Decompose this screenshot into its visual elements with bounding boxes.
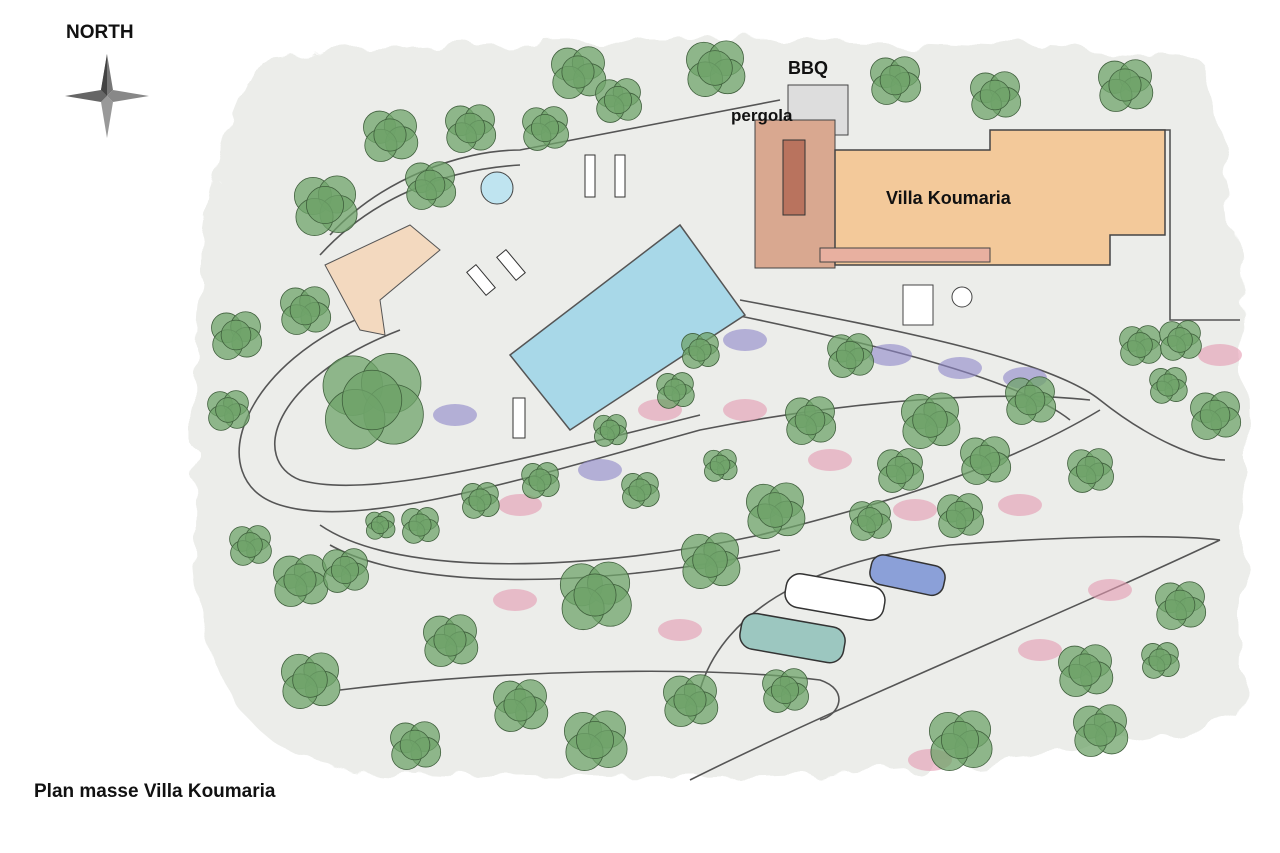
tree xyxy=(522,106,569,151)
tree xyxy=(621,472,660,509)
tree xyxy=(785,396,837,445)
tree xyxy=(229,525,272,566)
tree xyxy=(681,332,720,369)
tree xyxy=(1058,644,1114,697)
tree xyxy=(1149,367,1188,404)
tree xyxy=(551,46,607,99)
pergola-label: pergola xyxy=(731,106,793,125)
tree xyxy=(211,311,263,360)
flower-bed xyxy=(1198,344,1242,366)
tree xyxy=(656,372,695,409)
garden-urn xyxy=(951,286,973,308)
flower-bed xyxy=(1018,639,1062,661)
tree xyxy=(280,286,332,335)
flower-bed xyxy=(498,494,542,516)
parked-cars xyxy=(739,554,946,664)
villa xyxy=(834,129,1166,266)
pergola-table xyxy=(782,139,806,216)
tree xyxy=(445,104,497,153)
tree xyxy=(593,414,628,447)
flower-bed xyxy=(998,494,1042,516)
flower-bed xyxy=(1088,579,1132,601)
tree xyxy=(681,532,741,589)
tree xyxy=(1073,704,1129,757)
tree xyxy=(762,668,809,713)
tree xyxy=(663,674,719,727)
tree xyxy=(595,78,642,123)
flower-bed xyxy=(723,329,767,351)
trees xyxy=(207,40,1242,772)
tree xyxy=(1155,581,1207,630)
fountain xyxy=(480,171,514,205)
flower-bed xyxy=(808,449,852,471)
tree xyxy=(937,493,984,538)
tree xyxy=(322,548,369,593)
sun-loungers xyxy=(466,154,626,439)
tree xyxy=(1119,325,1162,366)
flower-bed xyxy=(658,619,702,641)
tree xyxy=(746,482,806,539)
tree xyxy=(521,462,560,499)
tree xyxy=(901,392,961,449)
tree xyxy=(401,507,440,544)
tree xyxy=(461,482,500,519)
flower-bed xyxy=(893,499,937,521)
terrace xyxy=(324,224,441,336)
tree xyxy=(1067,448,1114,493)
tree xyxy=(827,333,874,378)
tree xyxy=(423,614,479,667)
tree xyxy=(970,71,1022,120)
flower-bed xyxy=(868,344,912,366)
tree xyxy=(293,175,358,236)
flower-bed xyxy=(578,459,622,481)
tree xyxy=(1098,59,1154,112)
tree xyxy=(559,561,632,631)
north-label: NORTH xyxy=(66,22,134,43)
tree xyxy=(960,436,1012,485)
swimming-pool xyxy=(508,223,747,432)
tree xyxy=(363,109,419,162)
bbq-label: BBQ xyxy=(788,58,828,78)
tree xyxy=(877,448,924,493)
steps xyxy=(902,284,934,326)
flower-bed xyxy=(433,404,477,426)
tree xyxy=(273,554,329,607)
tree xyxy=(849,500,892,541)
tree xyxy=(929,710,993,772)
tree xyxy=(1159,320,1202,361)
flower-bed xyxy=(938,357,982,379)
villa-terrace-bench xyxy=(819,247,991,263)
tree xyxy=(870,56,922,105)
tree xyxy=(493,679,549,732)
flower-bed xyxy=(723,399,767,421)
tree xyxy=(405,161,457,210)
tree xyxy=(1141,642,1180,679)
tree xyxy=(1005,376,1057,425)
tree xyxy=(686,40,746,97)
tree xyxy=(207,390,250,431)
tree xyxy=(281,652,341,709)
tree xyxy=(322,353,424,450)
villa-label: Villa Koumaria xyxy=(886,188,1011,208)
flower-bed xyxy=(493,589,537,611)
tree xyxy=(1190,391,1242,440)
tree xyxy=(365,511,396,540)
tree xyxy=(564,710,628,772)
plan-caption: Plan masse Villa Koumaria xyxy=(34,781,276,802)
tree xyxy=(390,721,442,770)
tree xyxy=(703,449,738,482)
compass-rose-icon xyxy=(65,54,149,138)
